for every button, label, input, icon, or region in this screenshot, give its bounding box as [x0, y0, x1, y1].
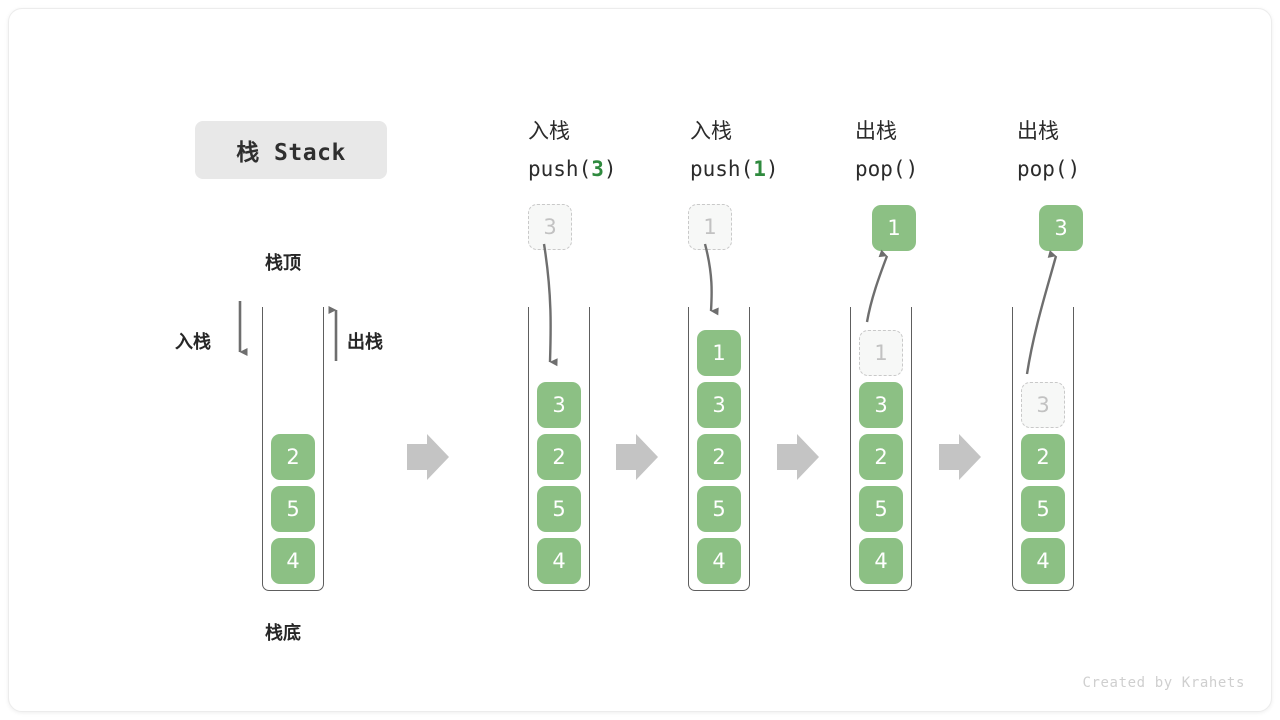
step-1-op-suffix: )	[603, 157, 617, 181]
stack-cell: 5	[537, 486, 581, 532]
stack-cell: 5	[859, 486, 903, 532]
step-2-op-cjk: 入栈	[690, 119, 732, 143]
floating-cell-push-3: 3	[528, 204, 572, 250]
stack-cell: 2	[271, 434, 315, 480]
step-1-op-cjk: 入栈	[528, 119, 570, 143]
step-2-operation: 入栈 push(1)	[690, 112, 779, 188]
step-4-op-suffix: )	[1067, 157, 1081, 181]
stack-cell: 2	[1021, 434, 1065, 480]
flow-arrow-push-1	[703, 243, 719, 316]
stack-container-base	[262, 307, 324, 591]
stack-bottom-label: 栈底	[265, 623, 301, 644]
step-1-op-arg: 3	[591, 157, 604, 181]
step-3-op-suffix: )	[905, 157, 919, 181]
step-2-op-prefix: push(	[690, 157, 754, 181]
stack-container-step-1	[528, 307, 590, 591]
step-1-operation: 入栈 push(3)	[528, 112, 617, 188]
diagram-card: 栈 Stack 栈顶 入栈 出栈 2 5 4 栈底 入栈 push(3) 3 3…	[8, 8, 1272, 712]
step-3-op-cjk: 出栈	[855, 119, 897, 143]
stack-cell: 2	[537, 434, 581, 480]
step-2-op-arg: 1	[753, 157, 766, 181]
stack-cell-removed: 3	[1021, 382, 1065, 428]
step-arrow-3	[777, 434, 819, 480]
stack-cell: 2	[859, 434, 903, 480]
stack-cell: 4	[1021, 538, 1065, 584]
step-3-operation: 出栈 pop()	[855, 112, 918, 188]
step-3-op-prefix: pop(	[855, 157, 906, 181]
stack-container-step-3	[850, 307, 912, 591]
stack-cell: 5	[697, 486, 741, 532]
stack-cell: 4	[859, 538, 903, 584]
step-arrow-2	[616, 434, 658, 480]
stack-cell-removed: 1	[859, 330, 903, 376]
floating-cell-pop-3: 3	[1039, 205, 1083, 251]
step-1-op-prefix: push(	[528, 157, 592, 181]
arrow-overlay	[238, 243, 1058, 480]
step-4-op-prefix: pop(	[1017, 157, 1068, 181]
stack-cell: 4	[271, 538, 315, 584]
push-direction-label: 入栈	[175, 332, 211, 353]
stack-cell: 5	[1021, 486, 1065, 532]
stack-cell: 5	[271, 486, 315, 532]
stack-top-label: 栈顶	[265, 253, 301, 274]
floating-cell-push-1: 1	[688, 204, 732, 250]
stack-cell: 4	[537, 538, 581, 584]
stack-container-step-2	[688, 307, 750, 591]
step-2-op-suffix: )	[765, 157, 779, 181]
stack-cell: 4	[697, 538, 741, 584]
stack-cell: 3	[859, 382, 903, 428]
step-4-op-cjk: 出栈	[1017, 119, 1059, 143]
footer-credit: Created by Krahets	[1082, 675, 1245, 691]
page-title: 栈 Stack	[236, 140, 346, 166]
stack-container-step-4	[1012, 307, 1074, 591]
stack-cell: 3	[697, 382, 741, 428]
pop-direction-label: 出栈	[347, 332, 383, 353]
page-title-badge: 栈 Stack	[195, 121, 387, 179]
stack-cell: 2	[697, 434, 741, 480]
step-arrow-1	[407, 434, 449, 480]
floating-cell-pop-1: 1	[872, 205, 916, 251]
stack-cell: 1	[697, 330, 741, 376]
step-4-operation: 出栈 pop()	[1017, 112, 1080, 188]
step-arrow-4	[939, 434, 981, 480]
stack-cell: 3	[537, 382, 581, 428]
